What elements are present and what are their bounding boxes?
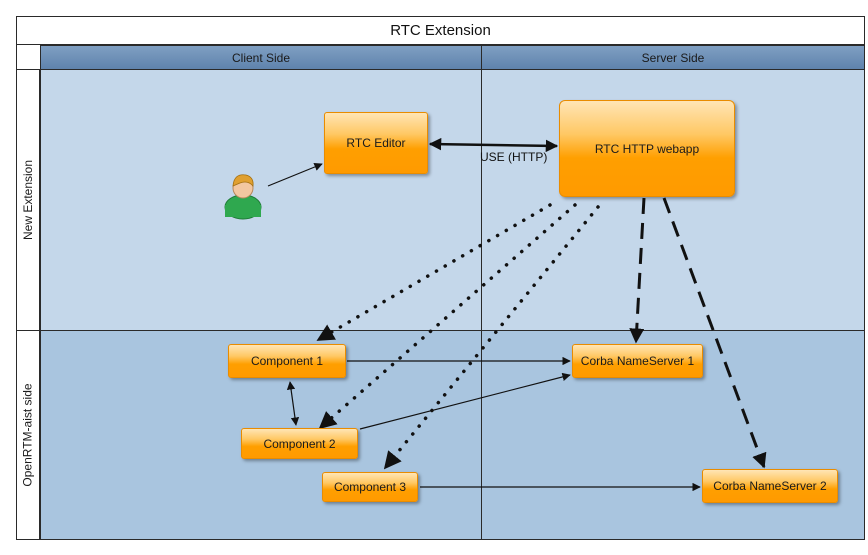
node-component-1[interactable]: Component 1	[228, 344, 346, 378]
edge-webapp-component1	[316, 203, 552, 342]
edge-webapp-nameserver2	[662, 197, 767, 469]
node-corba-nameserver-1[interactable]: Corba NameServer 1	[572, 344, 703, 378]
edge-component1-component2	[286, 381, 300, 426]
edge-webapp-nameserver1	[629, 197, 646, 344]
node-rtc-http-webapp[interactable]: RTC HTTP webapp	[559, 100, 735, 197]
column-header-server: Server Side	[481, 45, 865, 70]
node-corba-nameserver-2[interactable]: Corba NameServer 2	[702, 469, 838, 503]
node-rtc-editor[interactable]: RTC Editor	[324, 112, 428, 174]
edge-label-use-http: USE (HTTP)	[480, 150, 548, 164]
edge-webapp-component3	[383, 205, 600, 470]
edge-component2-nameserver1	[359, 372, 571, 430]
diagram-title: RTC Extension	[16, 16, 865, 45]
lane-label-box-top	[16, 69, 40, 331]
node-component-3[interactable]: Component 3	[322, 472, 418, 502]
edge-editor-webapp	[428, 137, 559, 153]
edge-webapp-component2	[318, 203, 577, 430]
edge-user-editor	[267, 162, 323, 187]
node-component-2[interactable]: Component 2	[241, 428, 358, 459]
lane-label-box-bottom	[16, 330, 40, 540]
